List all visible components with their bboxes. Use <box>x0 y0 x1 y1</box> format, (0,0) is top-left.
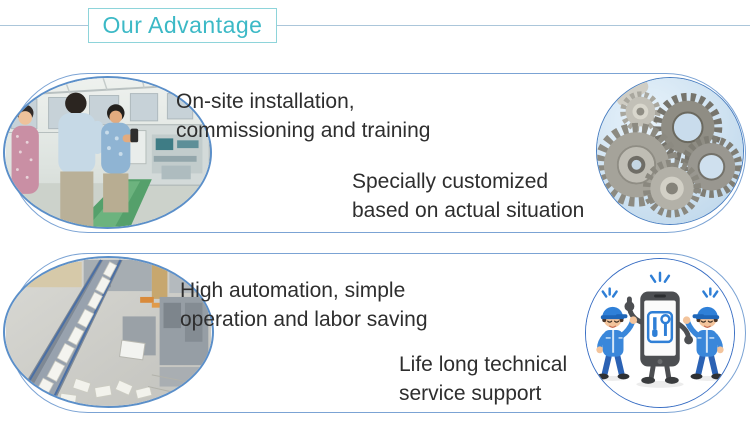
tools-icon <box>646 311 674 344</box>
phone-character <box>624 291 694 384</box>
support-cartoon-illustration <box>586 259 734 407</box>
advantage-text-customized: Specially customized based on actual sit… <box>352 167 584 225</box>
section-title-box: Our Advantage <box>88 8 277 43</box>
advantage-line: based on actual situation <box>352 199 585 222</box>
advantage-line: service support <box>399 382 542 405</box>
header-rule <box>0 25 750 26</box>
metal-gears-photo <box>596 77 744 225</box>
advantage-line: Life long technical <box>399 353 568 376</box>
advantage-text-support: Life long technical service support <box>399 350 567 408</box>
advantage-line: Specially customized <box>352 170 549 193</box>
technical-support-cartoon <box>585 258 735 408</box>
advantage-line: On-site installation, <box>176 90 355 113</box>
advantage-text-automation: High automation, simple operation and la… <box>180 276 428 334</box>
advantage-text-installation: On-site installation, commissioning and … <box>176 87 430 145</box>
floor-boxes <box>59 378 153 406</box>
production-line-illustration <box>5 258 212 406</box>
visitor-woman <box>11 104 39 194</box>
visitor-man <box>58 92 104 227</box>
gear-bottom <box>642 159 702 218</box>
gears-illustration <box>597 78 743 224</box>
production-line-photo <box>3 256 214 408</box>
gear-big-left <box>597 122 679 207</box>
factory-visit-photo <box>3 76 212 229</box>
advantage-line: High automation, simple <box>180 279 406 302</box>
factory-visit-illustration <box>5 78 210 227</box>
advantage-line: commissioning and training <box>176 119 431 142</box>
advantage-line: operation and labor saving <box>180 308 428 331</box>
technician-figure <box>596 287 638 380</box>
sparkle-marks <box>649 271 671 283</box>
conveyor-boxes <box>33 261 118 401</box>
section-title: Our Advantage <box>102 12 263 38</box>
engineer-man <box>101 104 139 213</box>
